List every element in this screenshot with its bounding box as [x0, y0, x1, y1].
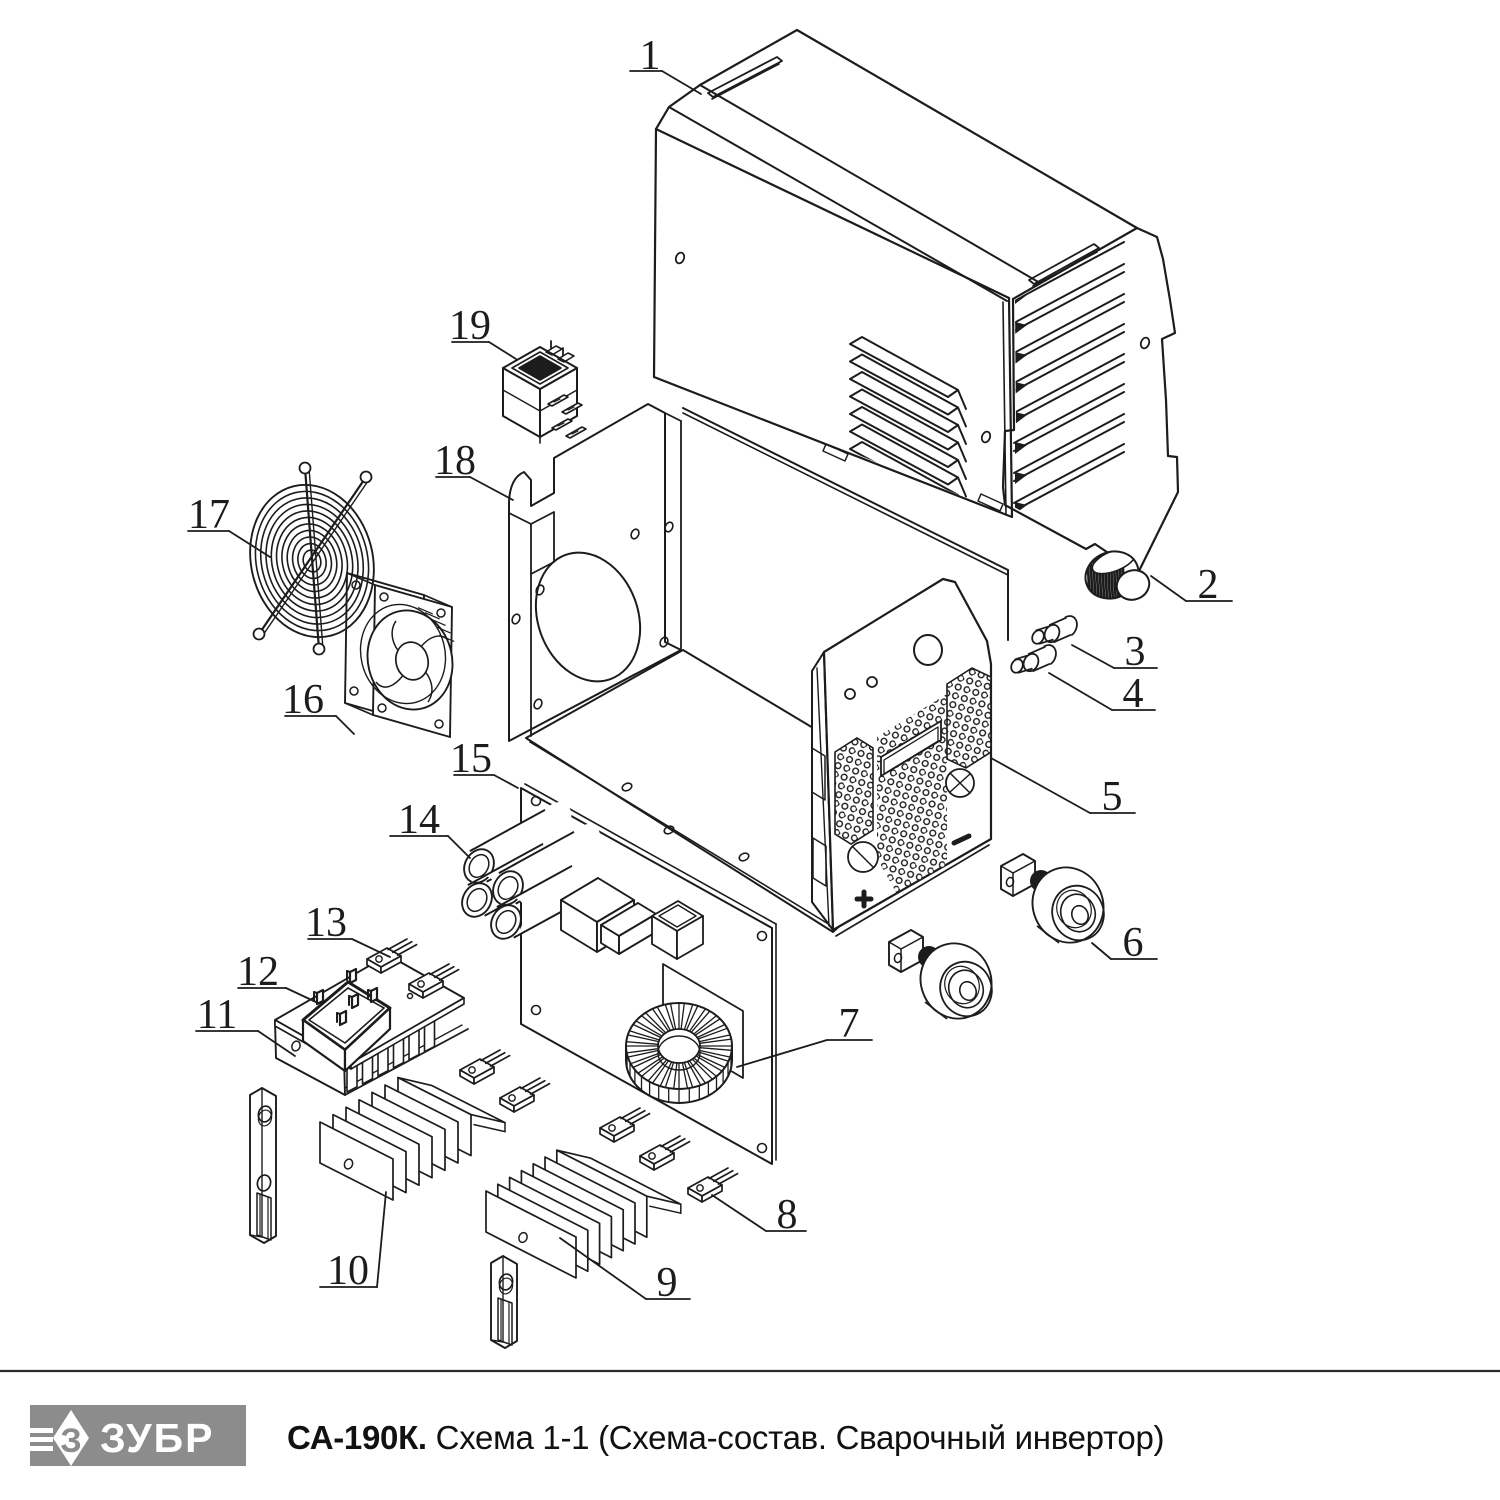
svg-text:СА-190К. Схема 1-1 (Схема-сост: СА-190К. Схема 1-1 (Схема-состав. Свароч…: [287, 1419, 1164, 1456]
svg-text:9: 9: [657, 1260, 678, 1306]
svg-text:4: 4: [1123, 671, 1144, 717]
svg-text:З: З: [60, 1422, 81, 1460]
svg-text:2: 2: [1198, 562, 1219, 608]
svg-text:3: 3: [1125, 629, 1146, 675]
svg-text:1: 1: [640, 33, 661, 79]
svg-text:6: 6: [1123, 920, 1144, 966]
svg-text:ЗУБР: ЗУБР: [100, 1415, 214, 1461]
svg-text:8: 8: [777, 1192, 798, 1238]
svg-text:5: 5: [1102, 774, 1123, 820]
svg-text:7: 7: [839, 1001, 860, 1047]
